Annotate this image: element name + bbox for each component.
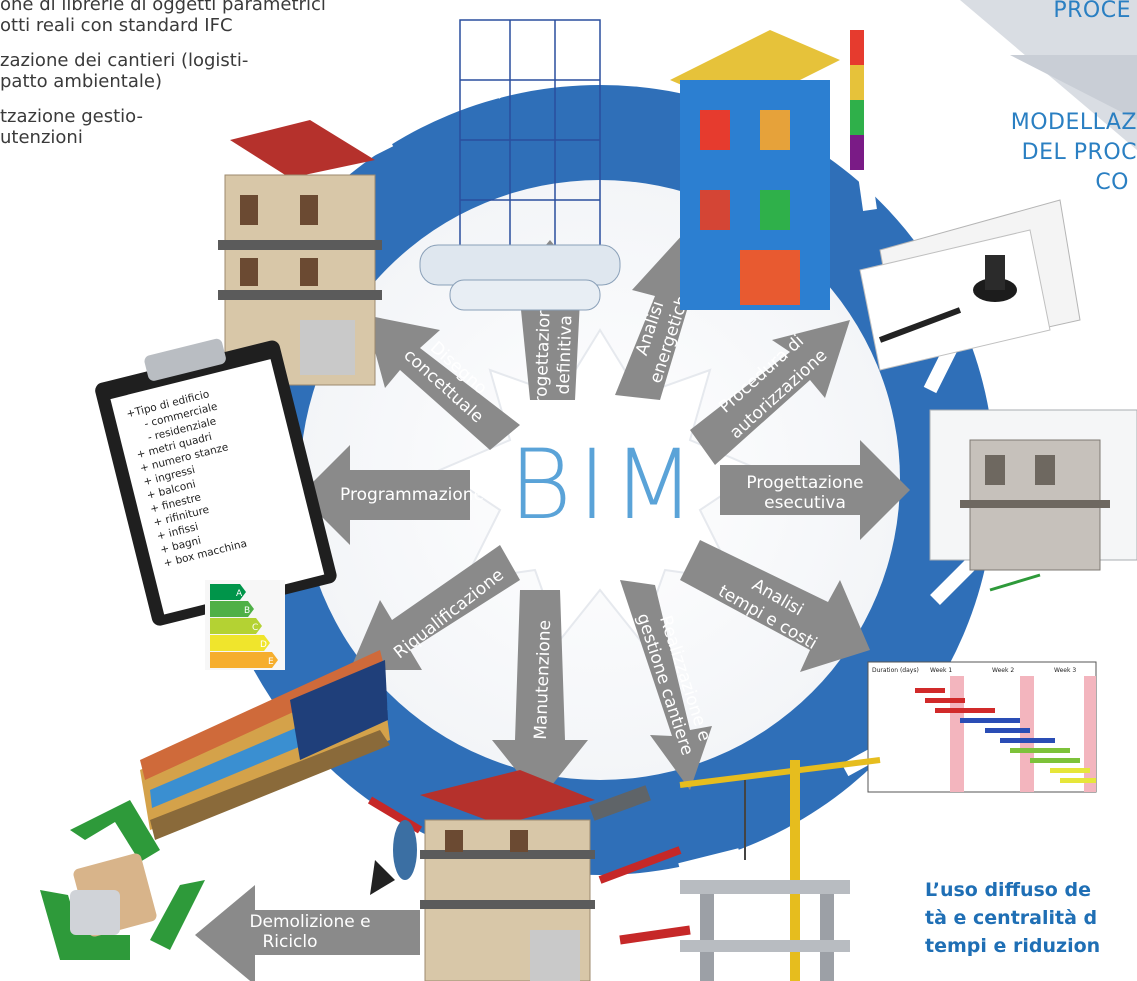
arrow-analisi-tempi: [680, 540, 870, 672]
bottom-bold-text: L’uso diffuso de tà e centralità d tempi…: [925, 876, 1137, 960]
left-text-line2: otti reali con standard IFC: [0, 15, 233, 36]
bim-title: BIM: [509, 429, 701, 541]
executive-house: [929, 409, 1137, 592]
documents-stamp: [859, 199, 1081, 371]
label-prog-ese-1: Progettazione: [746, 473, 863, 493]
left-text-line1: one di librerie di oggetti parametrici: [0, 0, 326, 15]
right-proc-title: PROCE: [1053, 0, 1131, 23]
arrow-riqualificazione: [350, 545, 520, 670]
energy-class-a: A: [236, 589, 243, 599]
right-model-block: MODELLAZ DEL PROC CO: [937, 108, 1137, 198]
gantt-header-duration: Duration (days): [872, 667, 919, 674]
left-text-line4: patto ambientale): [0, 71, 162, 92]
label-manutenzione: Manutenzione: [531, 620, 555, 740]
label-prog-ese-2: esecutiva: [764, 493, 846, 513]
label-prog-def-2: definitiva: [554, 315, 577, 395]
blueprints-roll: [419, 244, 621, 311]
watermark-shape: [960, 0, 1137, 150]
arrow-procedura-autorizzazione: [690, 320, 850, 465]
arrow-manutenzione: [492, 590, 588, 800]
right-model-line3: CO: [1095, 170, 1129, 195]
recycle-icon: [40, 800, 205, 960]
right-model-line2: DEL PROC: [1021, 140, 1137, 165]
energy-class-d: D: [260, 640, 267, 650]
arrow-realizzazione: [620, 580, 712, 790]
thermal-house: [670, 30, 864, 310]
gantt-header-week3: Week 3: [1054, 667, 1076, 674]
watermark-shape-2: [1010, 55, 1137, 120]
clipboard-illustration: [95, 338, 337, 626]
left-text-line6: utenzioni: [0, 127, 83, 148]
energy-class-c: C: [252, 623, 258, 633]
right-model-line1: MODELLAZ: [1010, 110, 1137, 135]
roof-solar-section: [140, 650, 390, 840]
energy-label: A B C D E: [205, 580, 285, 670]
bottom-house-tools: [367, 770, 691, 981]
left-text-line3: zazione dei cantieri (logisti-: [0, 50, 249, 71]
label-programmazione: Programmazione: [340, 485, 484, 505]
crane-illustration: [679, 757, 881, 981]
center-star: [437, 328, 763, 643]
bottom-line2: tà e centralità d: [925, 907, 1098, 929]
gantt-header-week1: Week 1: [930, 667, 952, 674]
gantt-chart: Duration (days) Week 1 Week 2 Week 3: [867, 661, 1097, 793]
label-prog-def-1: Progettazione: [531, 296, 555, 414]
gantt-header-week2: Week 2: [992, 667, 1014, 674]
arrow-disegno-concettuale: [365, 315, 520, 450]
label-demolizione-2: Riciclo: [262, 932, 317, 952]
arrow-demolizione: [195, 885, 420, 981]
energy-class-b: B: [244, 606, 250, 616]
left-text-line5: tzazione gestio-: [0, 106, 143, 127]
arrow-progettazione-esecutiva: [720, 440, 910, 540]
bottom-line3: tempi e riduzion: [925, 935, 1101, 957]
label-demolizione-1: Demolizione e: [249, 912, 370, 932]
energy-class-e: E: [268, 657, 274, 667]
bottom-line1: L’uso diffuso de: [925, 879, 1091, 901]
house-illustration-left: [218, 120, 382, 386]
arrow-programmazione: [300, 445, 470, 545]
